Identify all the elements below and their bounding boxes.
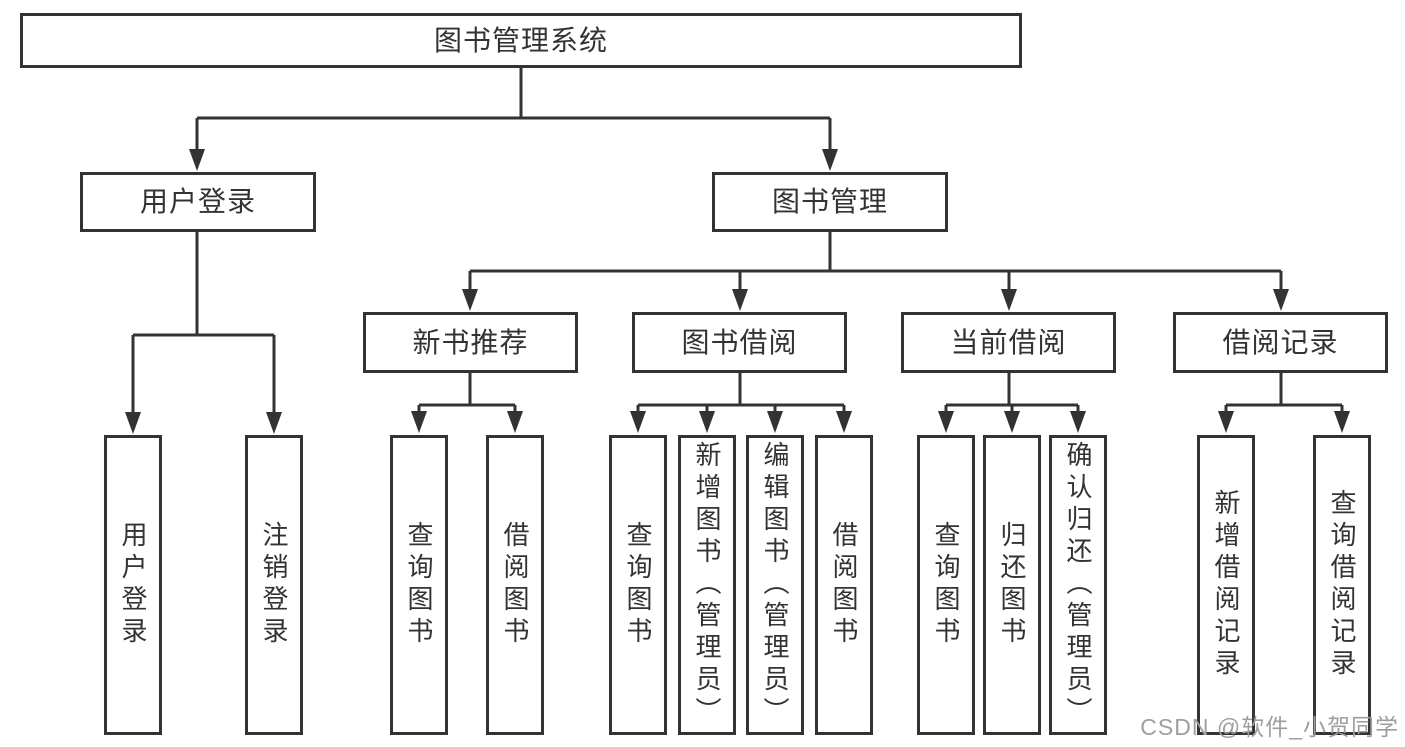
node-label: 借阅图书 (829, 521, 859, 649)
arrowhead-icon (1273, 289, 1289, 311)
node-query-borrow-record: 查询借阅记录 (1313, 435, 1371, 735)
arrowhead-icon (836, 411, 852, 433)
node-borrow-records: 借阅记录 (1173, 312, 1388, 373)
node-logout-action: 注销登录 (245, 435, 303, 735)
csdn-watermark: CSDN @软件_小贺同学 (1140, 714, 1399, 740)
node-label: 查询借阅记录 (1327, 489, 1357, 681)
arrowhead-icon (938, 411, 954, 433)
connector-bookmgmt-to-level3 (468, 232, 1283, 293)
node-label: 新增图书（管理员） (692, 441, 722, 729)
connector-root-to-level2 (195, 67, 832, 153)
arrowhead-icon (1001, 289, 1017, 311)
arrowhead-icon (822, 149, 838, 171)
connector-records-to-children (1224, 373, 1344, 414)
node-label: 确认归还（管理员） (1063, 441, 1093, 729)
node-label: 注销登录 (259, 521, 289, 649)
node-label: 新增借阅记录 (1211, 489, 1241, 681)
arrowhead-icon (732, 289, 748, 311)
node-label: 用户登录 (118, 521, 148, 649)
connector-newbook-to-children (417, 373, 517, 414)
connector-userlogin-to-children (131, 232, 276, 415)
arrowhead-icon (507, 411, 523, 433)
node-current-borrow: 当前借阅 (901, 312, 1116, 373)
node-user-login-action: 用户登录 (104, 435, 162, 735)
arrowhead-icon (462, 289, 478, 311)
node-root: 图书管理系统 (20, 13, 1022, 68)
node-add-books-admin: 新增图书（管理员） (678, 435, 736, 735)
arrowheads (125, 149, 1350, 434)
connector-borrow-to-children (636, 373, 846, 414)
arrowhead-icon (1334, 411, 1350, 433)
node-label: 编辑图书（管理员） (760, 441, 790, 729)
arrowhead-icon (189, 149, 205, 171)
arrowhead-icon (266, 412, 282, 434)
node-label: 查询图书 (931, 521, 961, 649)
arrowhead-icon (630, 411, 646, 433)
node-query-books-3: 查询图书 (917, 435, 975, 735)
node-label: 查询图书 (623, 521, 653, 649)
node-book-borrow: 图书借阅 (632, 312, 847, 373)
arrowhead-icon (411, 411, 427, 433)
arrowhead-icon (767, 411, 783, 433)
node-borrow-books-2: 借阅图书 (815, 435, 873, 735)
arrowhead-icon (1070, 411, 1086, 433)
node-label: 查询图书 (404, 521, 434, 649)
node-add-borrow-record: 新增借阅记录 (1197, 435, 1255, 735)
node-label: 借阅图书 (500, 521, 530, 649)
arrowhead-icon (1218, 411, 1234, 433)
node-user-login: 用户登录 (80, 172, 316, 232)
node-edit-books-admin: 编辑图书（管理员） (746, 435, 804, 735)
arrowhead-icon (699, 411, 715, 433)
node-label: 归还图书 (997, 521, 1027, 649)
node-book-management: 图书管理 (712, 172, 948, 232)
node-query-books-1: 查询图书 (390, 435, 448, 735)
node-confirm-return-admin: 确认归还（管理员） (1049, 435, 1107, 735)
node-return-books: 归还图书 (983, 435, 1041, 735)
arrowhead-icon (125, 412, 141, 434)
node-query-books-2: 查询图书 (609, 435, 667, 735)
arrowhead-icon (1004, 411, 1020, 433)
connector-current-to-children (944, 373, 1080, 414)
node-borrow-books-1: 借阅图书 (486, 435, 544, 735)
node-new-book-recommend: 新书推荐 (363, 312, 578, 373)
